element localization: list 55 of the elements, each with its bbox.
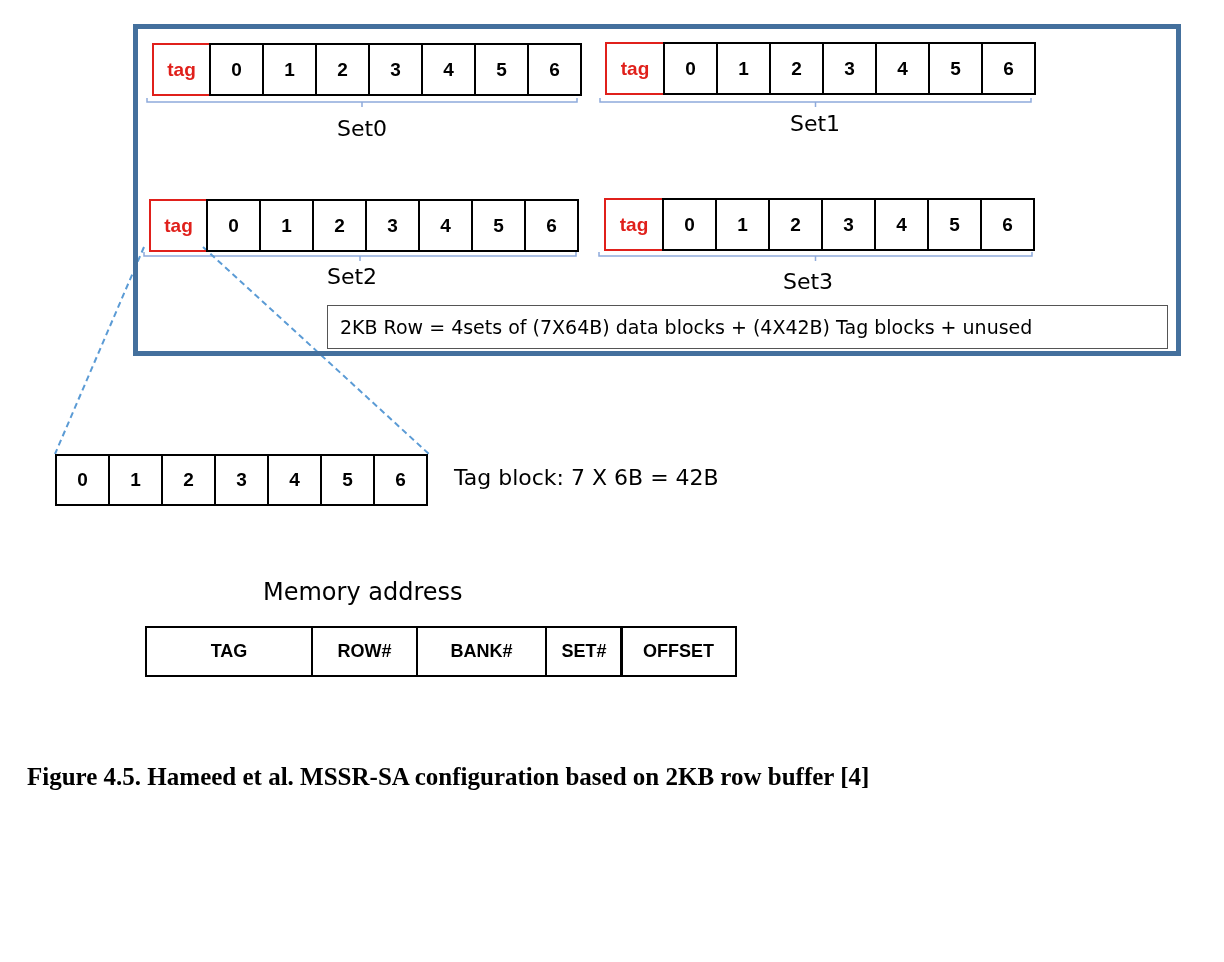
block-cell: 3 — [821, 198, 876, 251]
block-cell: 2 — [769, 42, 824, 95]
block-cell: 3 — [822, 42, 877, 95]
block-cell: 4 — [421, 43, 476, 96]
block-cell: 4 — [267, 454, 322, 506]
block-cell: 6 — [527, 43, 582, 96]
tag-cell: tag — [604, 198, 664, 251]
block-cell: 0 — [55, 454, 110, 506]
block-cell: 5 — [471, 199, 526, 252]
set-label: Set0 — [335, 116, 389, 141]
block-cell: 3 — [214, 454, 269, 506]
block-cell: 3 — [365, 199, 420, 252]
block-cell: 6 — [980, 198, 1035, 251]
block-cell: 1 — [259, 199, 314, 252]
block-cell: 1 — [262, 43, 317, 96]
figure-caption: Figure 4.5. Hameed et al. MSSR-SA configuration based on 2KB row buffer [4] — [27, 763, 870, 791]
block-cell: 5 — [474, 43, 529, 96]
block-cell: 5 — [320, 454, 375, 506]
address-field: OFFSET — [620, 626, 737, 677]
address-field: BANK# — [416, 626, 547, 677]
block-cell: 2 — [315, 43, 370, 96]
leader-line — [54, 246, 145, 455]
tag-cell: tag — [605, 42, 665, 95]
block-cell: 1 — [108, 454, 163, 506]
block-cell: 3 — [368, 43, 423, 96]
block-cell: 4 — [875, 42, 930, 95]
block-cell: 1 — [716, 42, 771, 95]
set-label: Set1 — [788, 111, 842, 136]
block-caption: Tag block: 7 X 6B = 42B — [454, 465, 719, 490]
tag-cell: tag — [152, 43, 211, 96]
block-cell: 1 — [715, 198, 770, 251]
address-field: TAG — [145, 626, 313, 677]
address-field: ROW# — [311, 626, 418, 677]
set-label: Set2 — [325, 264, 379, 289]
leader-line — [202, 246, 430, 455]
block-cell: 0 — [209, 43, 264, 96]
block-cell: 6 — [981, 42, 1036, 95]
set-label: Set3 — [781, 269, 835, 294]
block-cell: 5 — [928, 42, 983, 95]
block-cell: 4 — [874, 198, 929, 251]
row-buffer-frame — [133, 24, 1181, 356]
block-cell: 2 — [161, 454, 216, 506]
heading: Memory address — [263, 578, 463, 606]
block-cell: 2 — [312, 199, 367, 252]
block-cell: 6 — [373, 454, 428, 506]
tag-cell: tag — [149, 199, 208, 252]
block-cell: 6 — [524, 199, 579, 252]
block-cell: 4 — [418, 199, 473, 252]
block-cell: 0 — [663, 42, 718, 95]
block-cell: 5 — [927, 198, 982, 251]
block-cell: 0 — [206, 199, 261, 252]
block-cell: 0 — [662, 198, 717, 251]
address-field: SET# — [545, 626, 623, 677]
block-cell: 2 — [768, 198, 823, 251]
note-box: 2KB Row = 4sets of (7X64B) data blocks + (4X42B) Tag blocks + unused — [327, 305, 1168, 349]
